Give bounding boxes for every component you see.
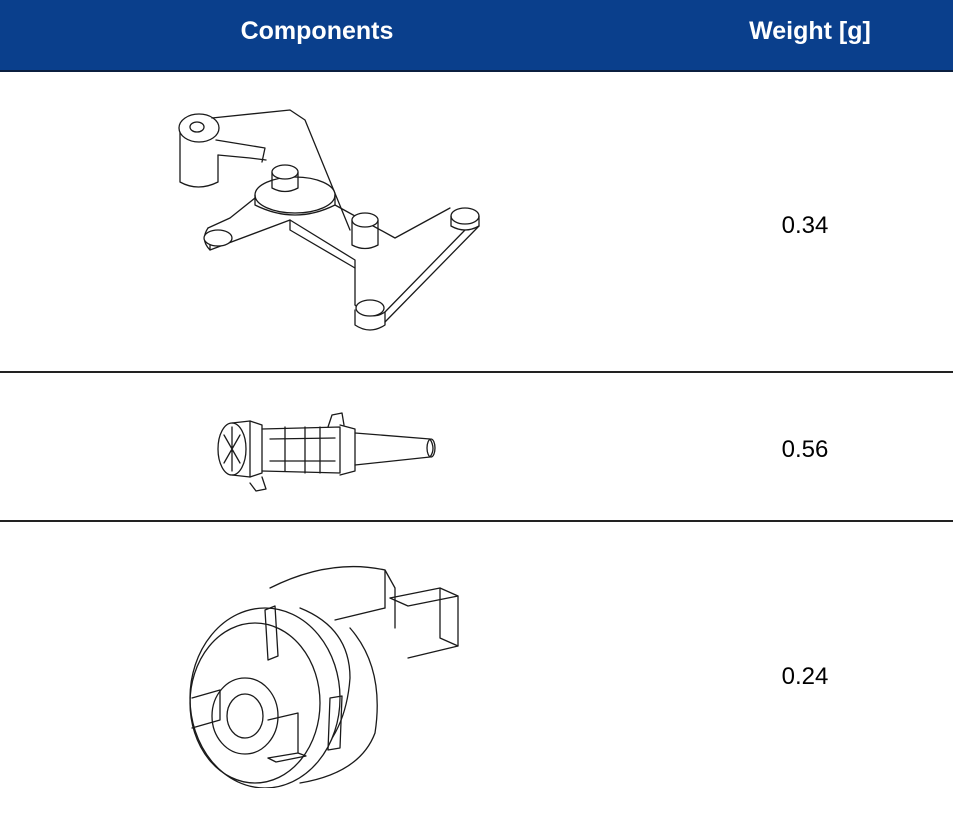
weight-value: 0.56: [781, 436, 829, 463]
cross-head-pin-part-icon: [217, 412, 436, 492]
row-divider: [0, 371, 953, 373]
weight-value: 0.34: [781, 212, 829, 239]
table-header: Components Weight [g]: [0, 0, 953, 72]
lever-bracket-part-icon: [178, 109, 480, 331]
weight-value: 0.24: [781, 663, 829, 690]
row-divider: [0, 520, 953, 522]
weight-column-header: Weight [g]: [749, 17, 871, 45]
components-column-header: Components: [240, 17, 394, 45]
cylindrical-cam-part-icon: [189, 565, 459, 788]
